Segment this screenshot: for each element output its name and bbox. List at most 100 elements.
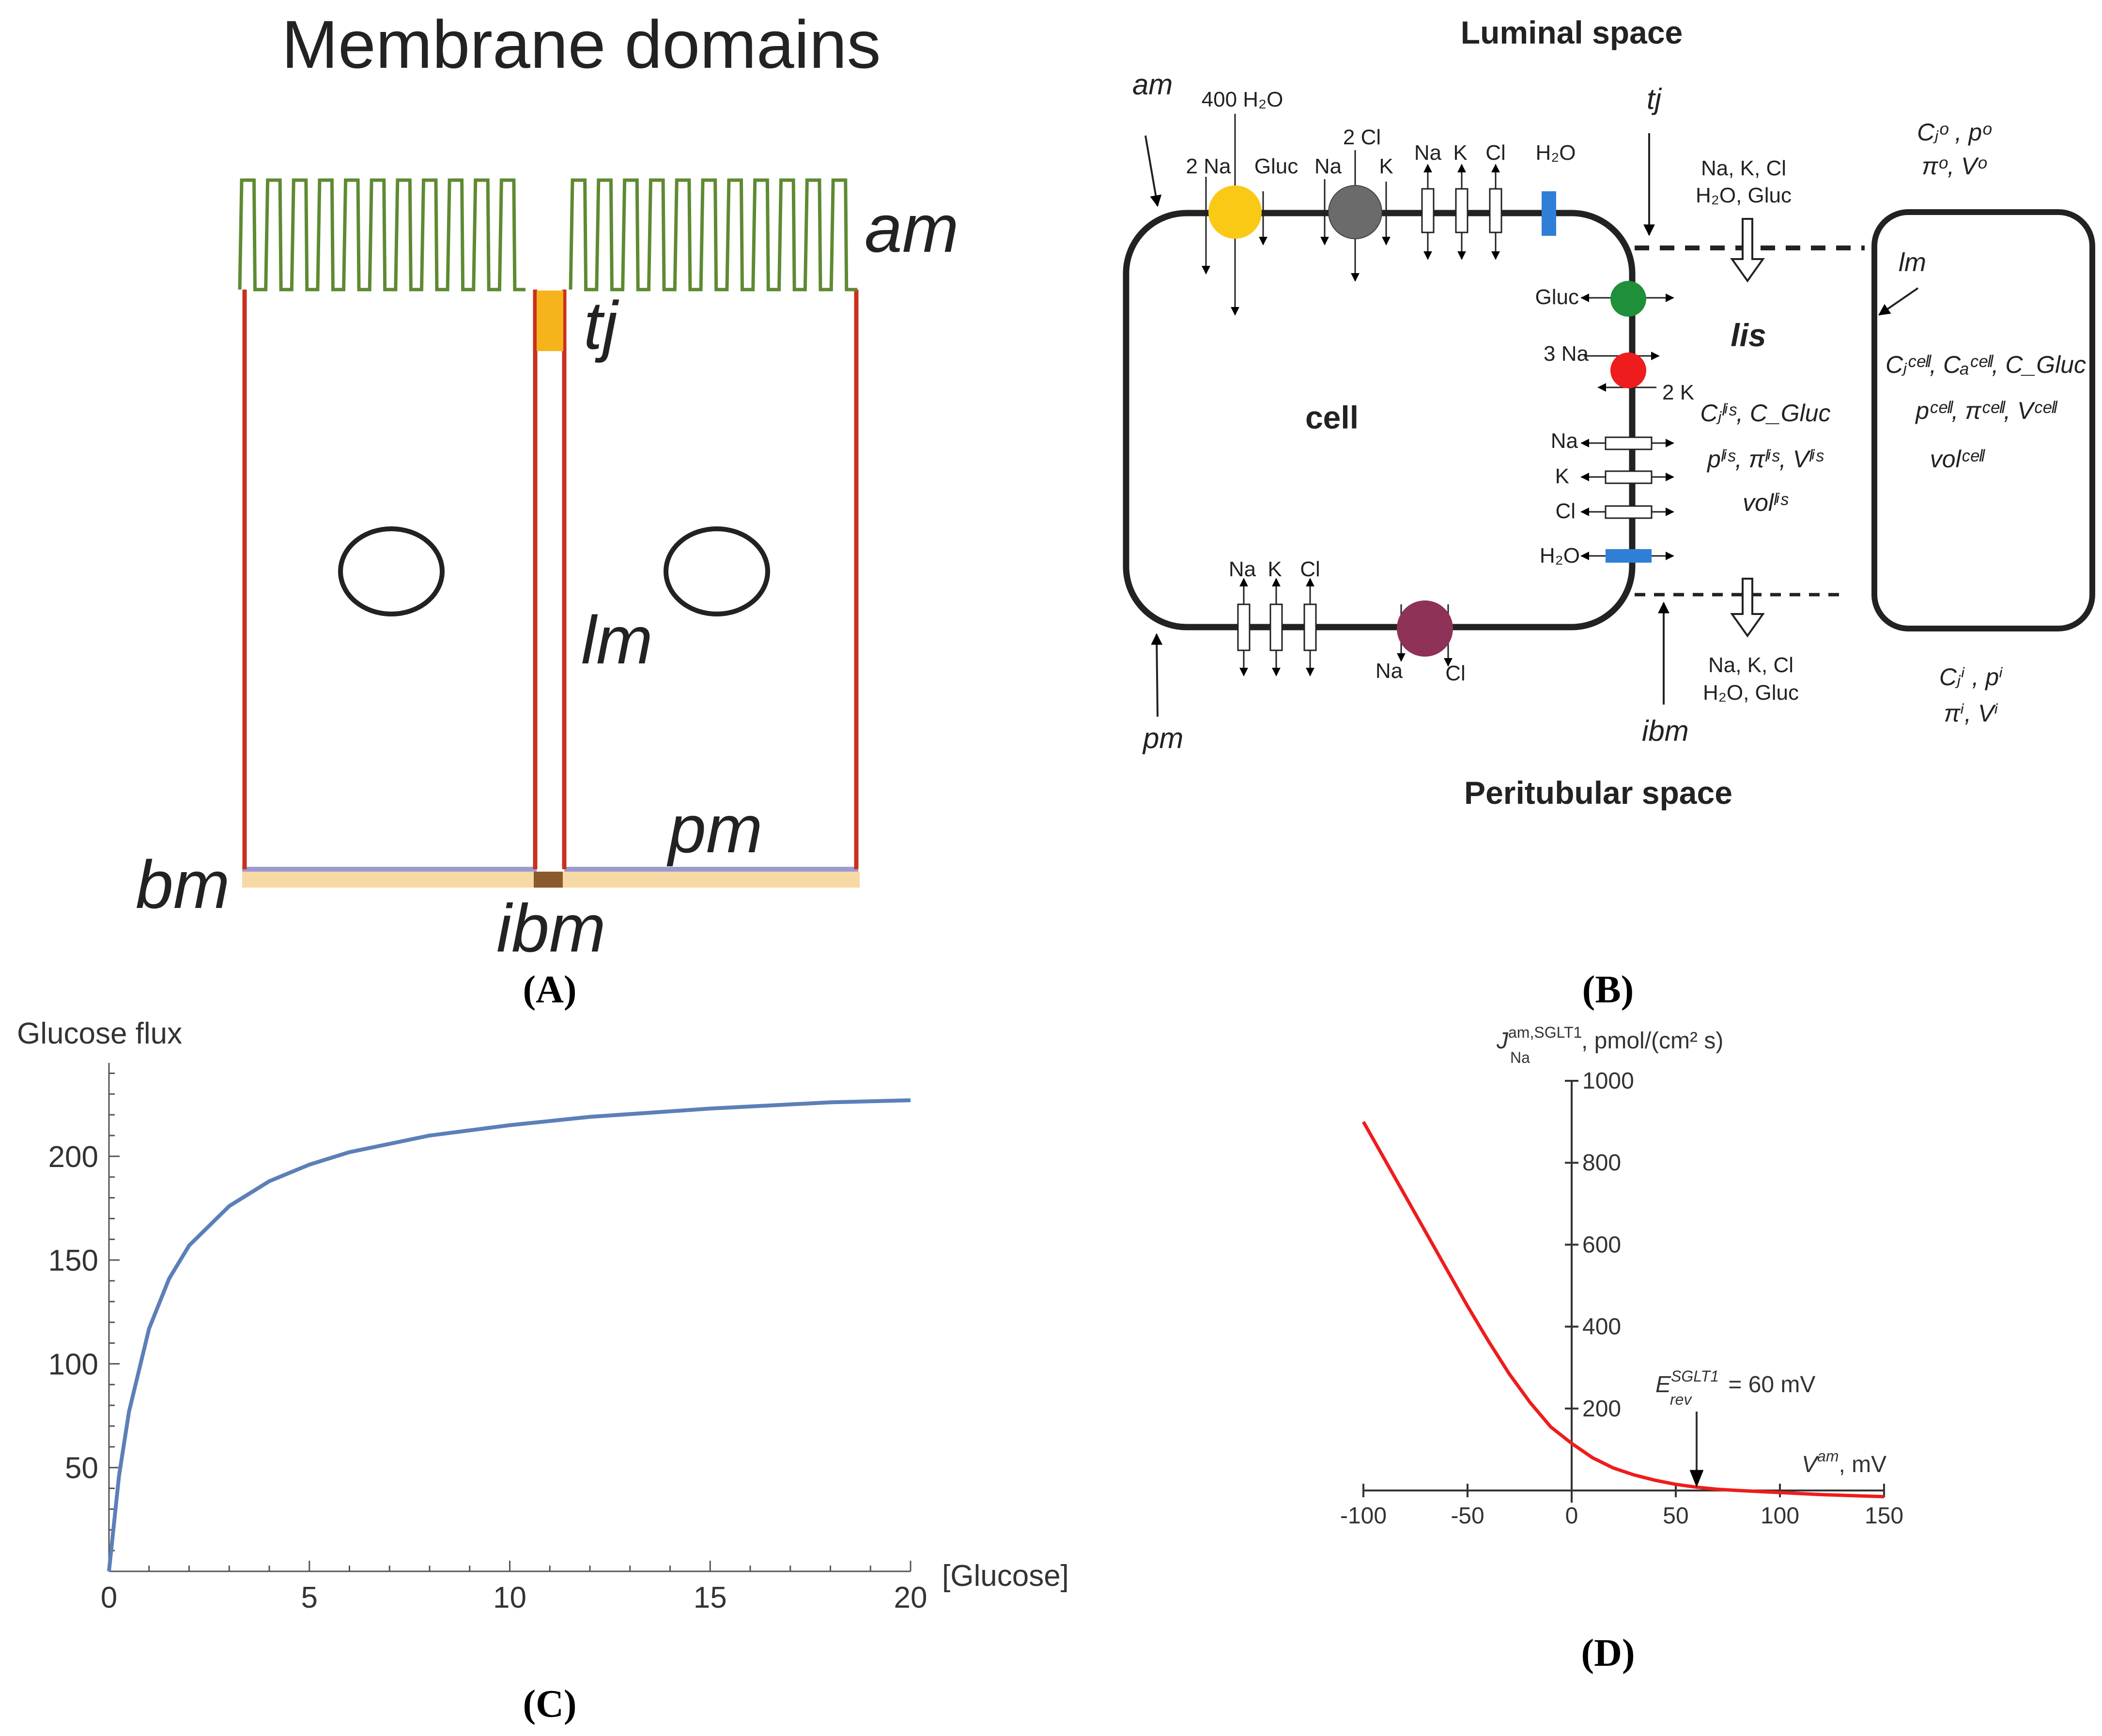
d-x-tick-label: -50 xyxy=(1451,1503,1484,1529)
label-tj-a: tj xyxy=(584,287,619,363)
d-y-label-rest: , pmol/(cm² s) xyxy=(1581,1028,1723,1054)
label-lm-a: lm xyxy=(581,602,653,678)
label-flux-top-1: Na, K, Cl xyxy=(1701,156,1786,180)
d-y-tick-label: 800 xyxy=(1582,1150,1621,1176)
lumen-variables-2: πᵒ, Vᵒ xyxy=(1922,153,1987,180)
apical-channel-na xyxy=(1421,188,1435,233)
apical-microvilli-left xyxy=(238,178,526,292)
label-na-nkcc: Na xyxy=(1314,154,1342,178)
d-x-tick-label: 50 xyxy=(1663,1503,1688,1529)
label-tj-b: tj xyxy=(1647,83,1662,115)
d-y-label-sup: am,SGLT1 xyxy=(1508,1024,1582,1041)
c-glucose-flux-curve xyxy=(107,1098,911,1572)
apical-channel-k xyxy=(1455,188,1468,233)
label-h2o-lateral: H₂O xyxy=(1540,544,1580,568)
label-cell: cell xyxy=(1305,399,1359,435)
label-ibm-b: ibm xyxy=(1642,715,1689,747)
label-400-h2o: 400 H₂O xyxy=(1202,88,1283,111)
label-k-lateral: K xyxy=(1555,464,1569,488)
label-cl-kcc: Cl xyxy=(1445,661,1466,685)
label-na-lateral: Na xyxy=(1551,429,1578,453)
d-annotation-sup: SGLT1 xyxy=(1671,1367,1719,1385)
cell-variables-1: Cⱼᶜᵉˡˡ, Cₐᶜᵉˡˡ, C_Gluc xyxy=(1886,351,2086,378)
na-k-pump xyxy=(1610,353,1646,388)
apical-channel-cl xyxy=(1489,188,1502,233)
basal-channel-na xyxy=(1237,603,1251,651)
d-x-label-sup: am xyxy=(1817,1447,1839,1465)
label-k-nkcc: K xyxy=(1379,154,1393,178)
c-x-tick-label: 10 xyxy=(493,1581,526,1614)
d-y-tick-label: 200 xyxy=(1582,1396,1621,1422)
lateral-channel-na xyxy=(1605,436,1653,450)
d-y-label-main: J xyxy=(1496,1028,1509,1054)
d-x-tick-label: 0 xyxy=(1565,1503,1578,1529)
label-lm-b: lm xyxy=(1899,248,1926,277)
neighbour-cell xyxy=(1871,209,2095,631)
panel-b: Luminal space Peritubular space xyxy=(1123,15,2095,1011)
label-gluc-lateral: Gluc xyxy=(1535,285,1579,309)
c-y-tick-label: 200 xyxy=(48,1140,98,1174)
nucleus-right xyxy=(664,526,770,616)
d-y-tick-label: 600 xyxy=(1582,1232,1621,1258)
caption-a: (A) xyxy=(523,968,576,1011)
glut-transporter xyxy=(1610,281,1646,317)
flux-arrow-bottom xyxy=(1730,578,1765,638)
pointer-pm xyxy=(1151,633,1163,717)
interspace-basement xyxy=(534,872,563,888)
d-y-label-sub: Na xyxy=(1510,1049,1530,1066)
label-gluc-apical: Gluc xyxy=(1254,154,1298,178)
label-3-na: 3 Na xyxy=(1544,342,1589,366)
basal-channel-k xyxy=(1269,603,1283,651)
label-cl-channel: Cl xyxy=(1485,141,1506,165)
luminal-space-label: Luminal space xyxy=(1461,15,1683,50)
label-flux-top-2: H₂O, Gluc xyxy=(1696,184,1792,207)
nucleus-left xyxy=(338,526,445,616)
nkcc-transporter xyxy=(1328,185,1382,239)
apical-microvilli-right xyxy=(569,178,857,292)
cell-variables-2: pᶜᵉˡˡ, πᶜᵉˡˡ, Vᶜᵉˡˡ xyxy=(1915,397,2058,424)
lumen-variables-1: Cⱼᵒ , pᵒ xyxy=(1917,119,1992,146)
lis-variables-2: pˡⁱˢ, πˡⁱˢ, Vˡⁱˢ xyxy=(1706,446,1824,473)
d-x-tick-label: 150 xyxy=(1865,1503,1903,1529)
caption-d: (D) xyxy=(1581,1632,1635,1675)
label-ibm-a: ibm xyxy=(496,890,606,966)
d-x-label: Vam, mV xyxy=(1802,1447,1886,1477)
label-lis: lis xyxy=(1731,317,1766,353)
c-y-tick-label: 100 xyxy=(48,1348,98,1381)
d-annotation-rest: = 60 mV xyxy=(1722,1372,1815,1398)
c-x-tick-label: 0 xyxy=(101,1581,117,1614)
lis-variables-1: Cⱼˡⁱˢ, C_Gluc xyxy=(1700,399,1830,427)
lateral-channel-cl xyxy=(1605,505,1653,519)
caption-b: (B) xyxy=(1582,968,1634,1011)
lateral-aquaporin xyxy=(1606,549,1652,563)
c-x-tick-label: 15 xyxy=(694,1581,727,1614)
label-2-na: 2 Na xyxy=(1186,154,1231,178)
apical-aquaporin xyxy=(1542,191,1556,236)
label-2-k: 2 K xyxy=(1662,381,1694,404)
panel-a: Membrane domains am tj lm pm bm ibm (A) xyxy=(136,6,958,1011)
label-na-kcc: Na xyxy=(1376,659,1403,683)
label-na-basal: Na xyxy=(1229,557,1256,581)
d-y-tick-label: 400 xyxy=(1582,1314,1621,1340)
c-x-tick-label: 5 xyxy=(301,1581,318,1614)
c-y-tick-label: 50 xyxy=(65,1452,98,1485)
panel-a-title: Membrane domains xyxy=(281,6,881,82)
bath-variables-1: Cⱼⁱ , pⁱ xyxy=(1939,663,2003,691)
basal-channel-cl xyxy=(1303,603,1317,651)
label-bm-a: bm xyxy=(136,846,230,922)
label-k-basal: K xyxy=(1267,557,1282,581)
d-annotation-main: E xyxy=(1655,1372,1671,1398)
lateral-channel-k xyxy=(1605,470,1653,484)
lateral-channels xyxy=(1580,436,1674,563)
label-am-a: am xyxy=(865,190,958,266)
d-y-tick-label: 1000 xyxy=(1582,1068,1634,1094)
d-x-label-main: V xyxy=(1802,1452,1819,1477)
c-x-label: [Glucose] xyxy=(942,1559,1069,1593)
sglt-transporter xyxy=(1208,185,1262,239)
